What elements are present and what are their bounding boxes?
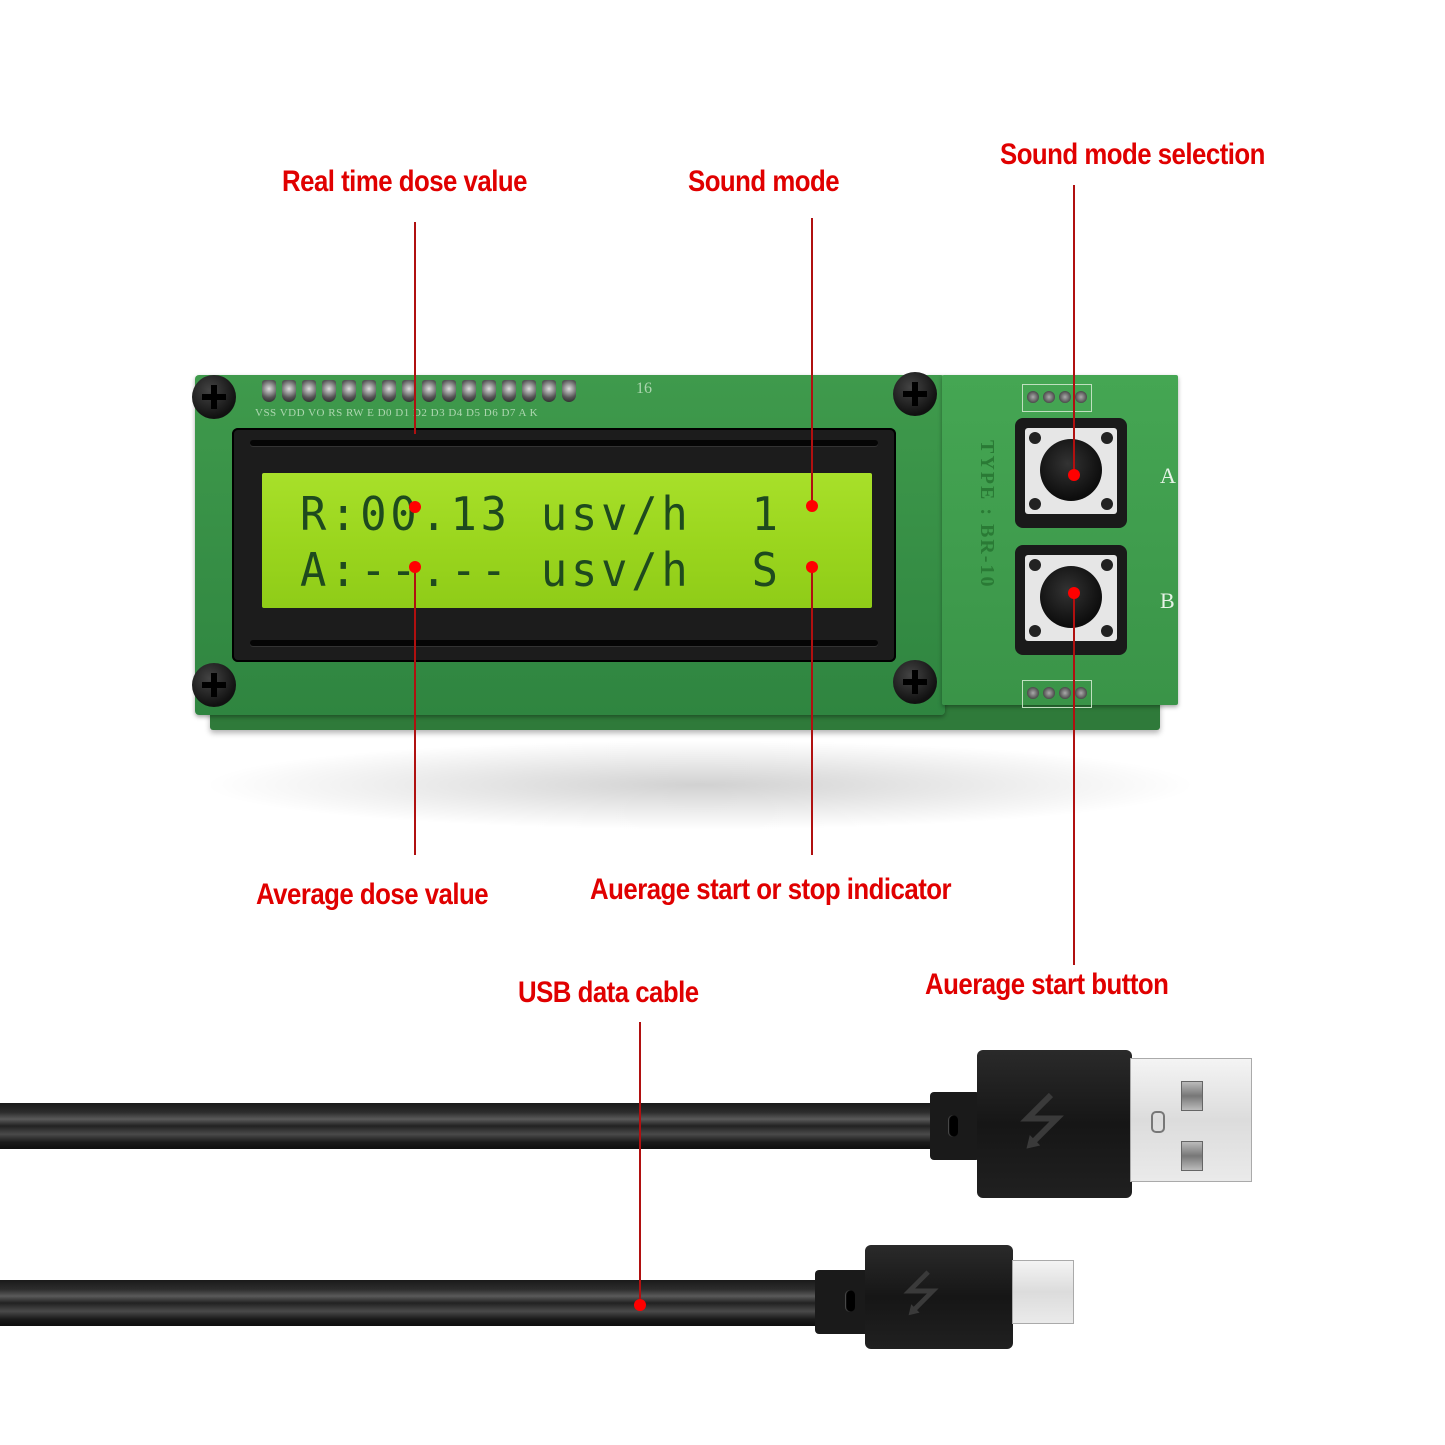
usb-icon: ⭍ [901,1268,941,1321]
cable-upper [0,1103,940,1149]
button-a[interactable] [1015,418,1127,528]
pin-count-label: 16 [636,380,652,397]
usb-icon: ⭍ [1017,1088,1067,1155]
device-shadow [200,740,1200,830]
label-average-dose: Average dose value [256,878,489,911]
callout-dot-real-time [409,501,421,513]
callout-line-start-button [1073,593,1075,965]
lcd-display: R:00.13 usv/h 1 A:--.-- usv/h S [262,473,872,608]
screw-icon [192,375,236,419]
usb-a-connector: ⭍ [977,1050,1132,1198]
label-real-time-dose: Real time dose value [282,165,527,198]
callout-dot-start-button [1068,587,1080,599]
micro-usb-strain-relief [815,1270,870,1334]
pin-header [262,380,576,402]
usb-a-plug [1130,1058,1252,1182]
callout-dot-sound-selection [1068,469,1080,481]
callout-line-sound-mode [811,218,813,508]
screw-icon [192,663,236,707]
callout-dot-usb [634,1299,646,1311]
label-average-start-button: Auerage start button [925,968,1169,1001]
usb-a-strain-relief [930,1092,980,1160]
callout-line-sound-selection [1073,185,1075,475]
callout-line-average [414,570,416,855]
header-bottom [1022,680,1092,708]
button-a-label: A [1160,463,1176,488]
callout-dot-indicator [806,561,818,573]
label-usb-cable: USB data cable [518,976,699,1009]
micro-usb-connector: ⭍ [865,1245,1013,1349]
screw-icon [893,372,937,416]
label-sound-mode-selection: Sound mode selection [1000,138,1265,171]
pin-labels: VSS VDD VO RS RW E D0 D1 D2 D3 D4 D5 D6 … [255,407,539,419]
lcd-row-realtime: R:00.13 usv/h 1 [300,487,782,541]
cable-lower [0,1280,830,1326]
label-sound-mode: Sound mode [688,165,840,198]
callout-dot-average [409,561,421,573]
callout-line-indicator [811,570,813,855]
callout-line-real-time [414,222,416,434]
button-b-label: B [1160,588,1175,613]
board-type-text: TYPE : BR-10 [976,440,998,589]
label-average-indicator: Auerage start or stop indicator [590,873,952,906]
micro-usb-plug [1012,1260,1074,1324]
button-b[interactable] [1015,545,1127,655]
screw-icon [893,660,937,704]
lcd-row-average: A:--.-- usv/h S [300,543,782,597]
callout-line-usb [639,1022,641,1307]
callout-dot-sound-mode [806,500,818,512]
header-top [1022,384,1092,412]
